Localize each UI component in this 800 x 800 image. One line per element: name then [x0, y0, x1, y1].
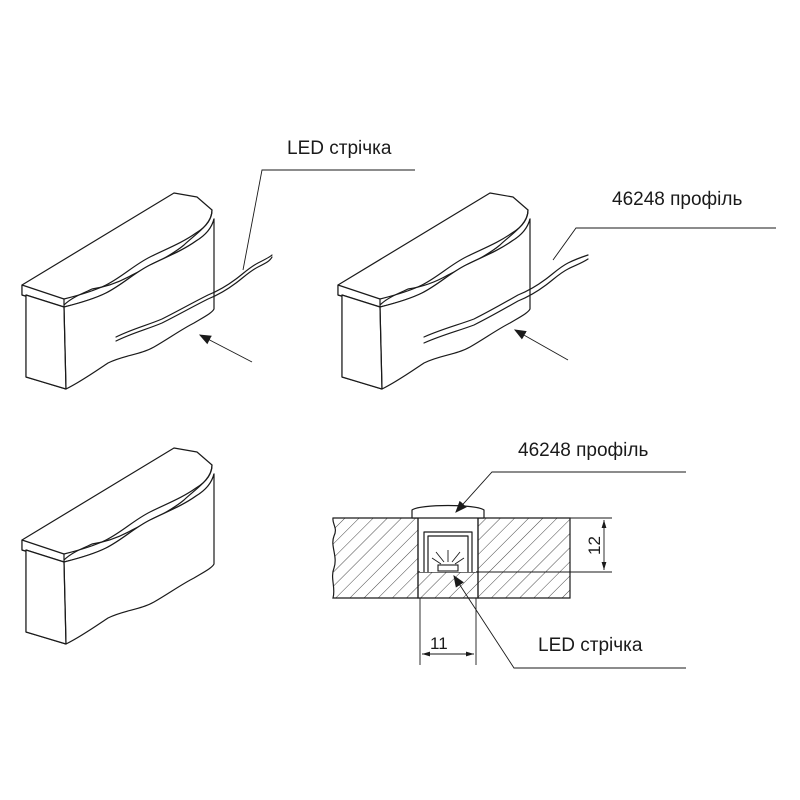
profile-body: [423, 531, 473, 573]
profile-pointer-arrow: [513, 329, 569, 361]
led-strip-leader-top: [242, 169, 415, 271]
led-strip-leader-section: [453, 574, 686, 669]
led-strip-line-edge: [115, 256, 273, 342]
cabinet-finished: [21, 447, 215, 645]
depth-dimension-value: 12: [585, 536, 604, 555]
led-chip: [437, 564, 459, 572]
profile-diffuser: [411, 504, 485, 519]
profile-label-top: 46248 профіль: [612, 189, 742, 210]
cabinet-with-led-strip: [21, 192, 273, 390]
led-light-rays: [431, 550, 465, 565]
led-strip-pointer-arrow: [198, 334, 253, 363]
width-dimension-value: 11: [430, 634, 448, 653]
profile-leader-top: [552, 227, 776, 261]
profile-line-edge: [423, 258, 589, 344]
led-strip-line: [115, 254, 273, 338]
cross-section: 12 11 46248 профіль LED стрічка: [331, 440, 686, 669]
profile-line: [423, 254, 589, 338]
led-strip-label-top: LED стрічка: [287, 138, 392, 159]
material-bottom: [417, 571, 479, 599]
material-right: [477, 517, 571, 599]
profile-label-section: 46248 профіль: [518, 440, 648, 461]
material-left: [331, 517, 419, 599]
led-strip-label-section: LED стрічка: [538, 635, 643, 656]
cabinet-with-profile: [337, 192, 589, 390]
profile-leader-section: [455, 471, 686, 513]
